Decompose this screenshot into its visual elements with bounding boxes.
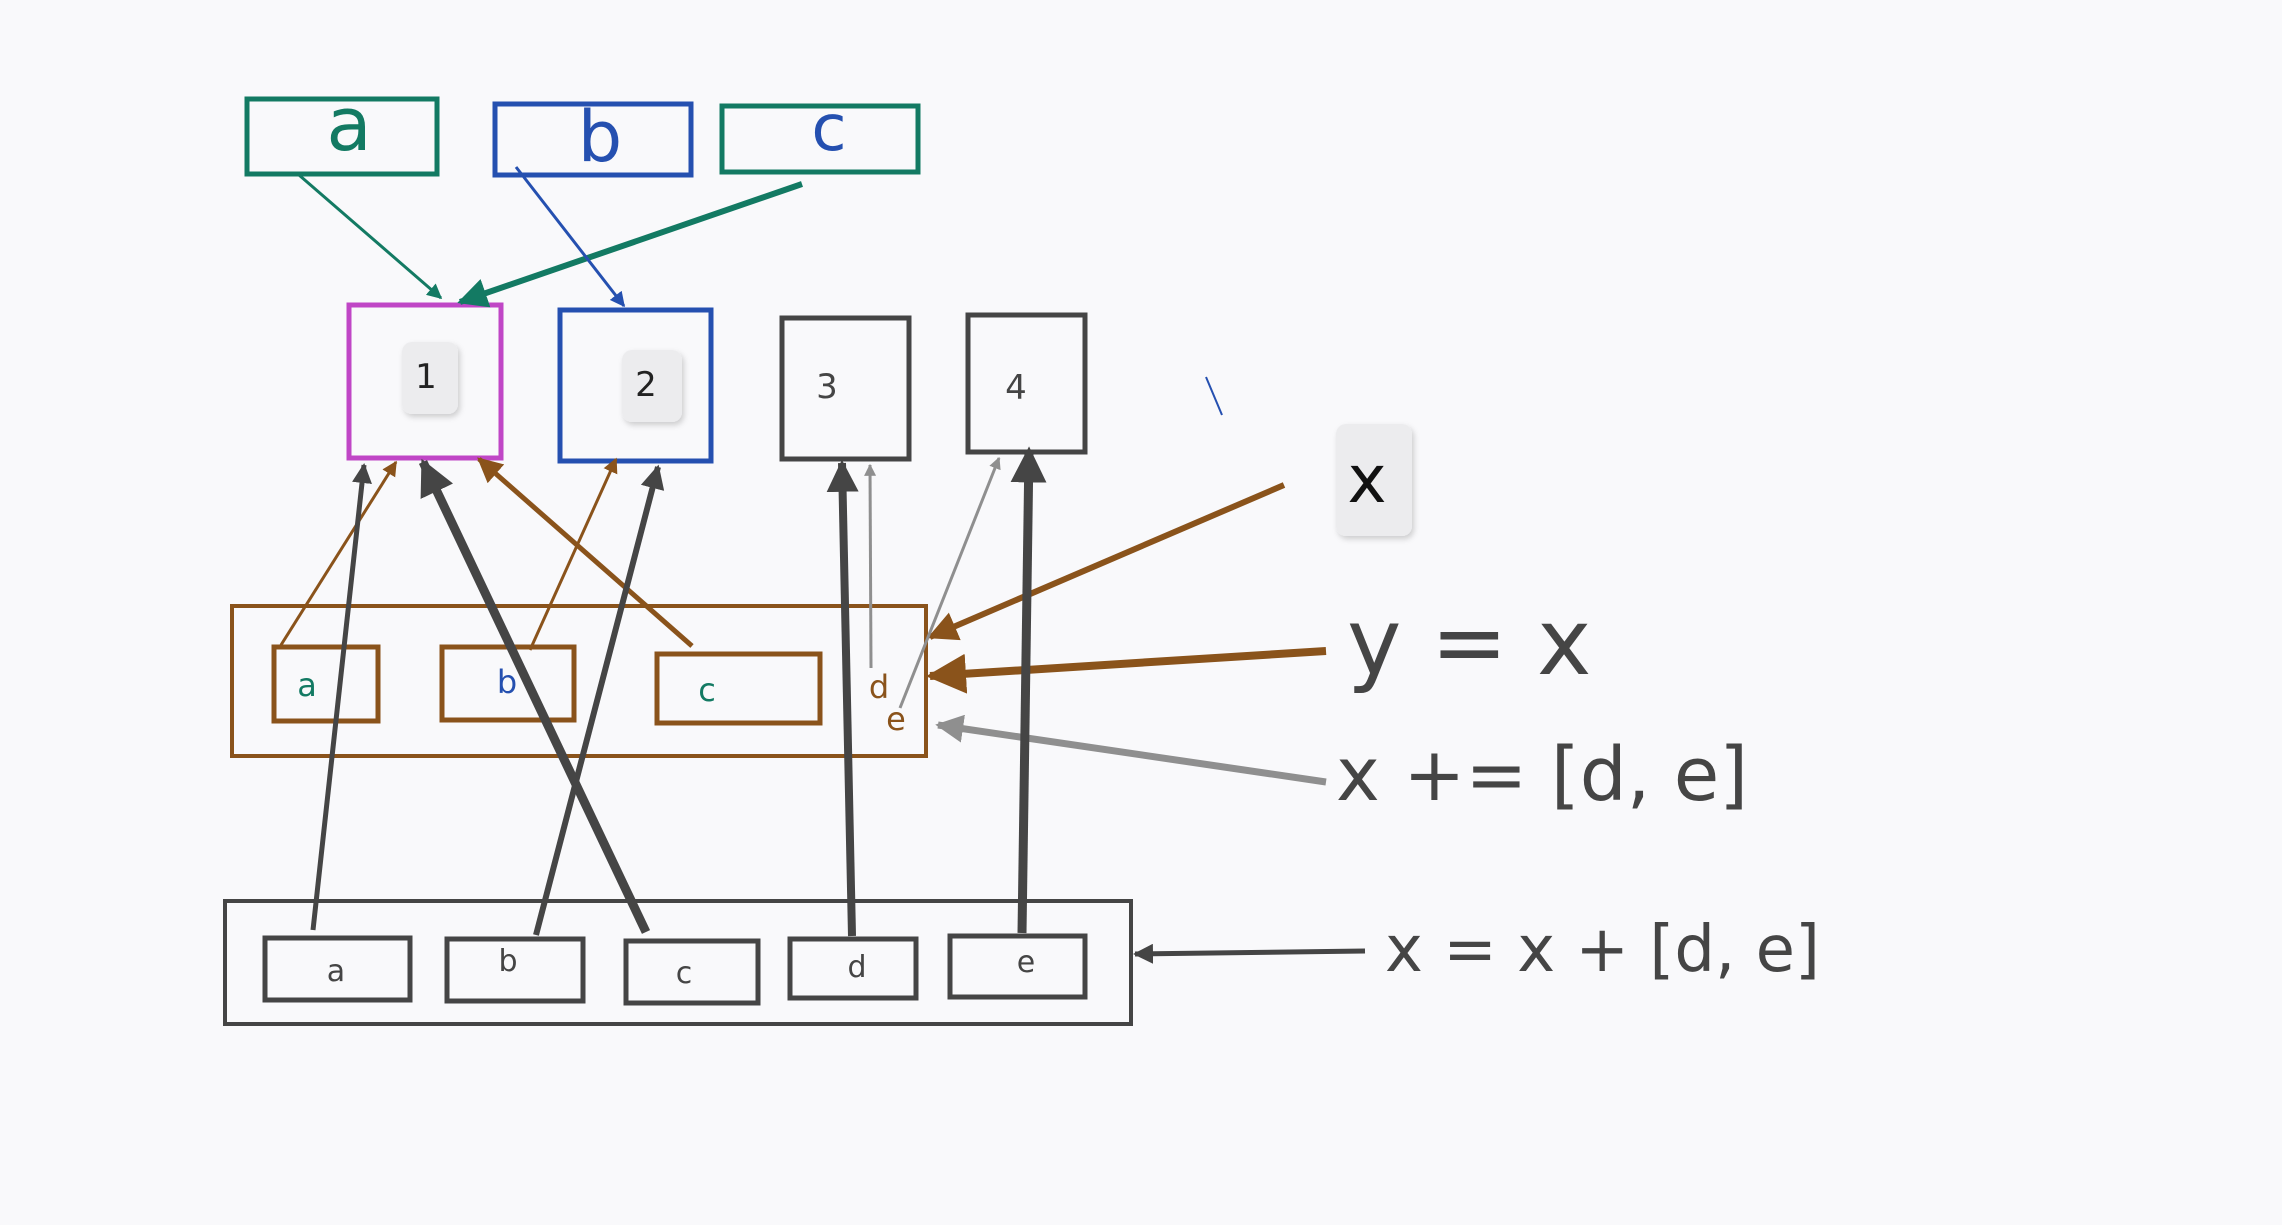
name-c-label: c <box>811 92 846 166</box>
arrow-bottom-c-to-1 <box>418 458 651 934</box>
name-box-b: b <box>492 96 694 178</box>
object-2-chip <box>622 350 682 422</box>
list-bottom-label-e: e <box>1017 945 1035 980</box>
arrow-ye-to-4 <box>898 456 1001 709</box>
arrow-yb-to-2 <box>528 457 618 651</box>
object-box-2: 2 <box>557 307 714 464</box>
list-y-slot-c <box>654 651 823 726</box>
list-bottom-slot-e <box>947 933 1088 1000</box>
object-1-label: 1 <box>415 357 437 397</box>
object-2-label: 2 <box>635 365 657 405</box>
arrow-xeqx-to-list-bottom <box>1133 943 1366 964</box>
name-box-c: c <box>719 92 921 175</box>
list-bottom-slot-c <box>623 938 761 1006</box>
list-y-label-d: d <box>869 668 889 706</box>
x-name-label: x <box>1347 441 1386 518</box>
arrow-xpluseq-to-list-y <box>935 714 1327 786</box>
arrow-c-to-1 <box>457 181 803 308</box>
annotation-x-plus-eq: x += [d, e] <box>1336 732 1748 818</box>
object-box-4: 4 <box>965 312 1088 455</box>
stray-mark <box>1205 376 1223 416</box>
list-bottom-slot-a <box>262 935 413 1003</box>
list-bottom-label-d: d <box>847 950 866 985</box>
annotation-x-eq-x-plus: x = x + [d, e] <box>1385 913 1820 987</box>
list-bottom: a b c d e <box>223 899 1133 1026</box>
arrow-ya-to-1 <box>279 460 398 646</box>
name-b-label: b <box>578 96 622 178</box>
list-y-label-a: a <box>297 666 317 704</box>
list-y-frame <box>230 604 928 758</box>
name-a-label: a <box>326 82 371 168</box>
arrow-bottom-e-to-4 <box>1010 446 1047 934</box>
list-y-label-b: b <box>497 663 517 701</box>
object-1-chip <box>402 342 458 414</box>
object-box-3: 3 <box>779 315 912 462</box>
list-bottom-slot-d <box>787 936 919 1001</box>
arrow-bottom-d-to-3 <box>826 459 859 937</box>
arrow-y-to-list-y <box>926 647 1327 694</box>
arrow-bottom-b-to-2 <box>533 464 665 936</box>
arrow-bottom-a-to-1 <box>310 463 372 931</box>
list-bottom-label-c: c <box>676 956 693 991</box>
object-box-1: 1 <box>346 302 504 461</box>
list-bottom-frame <box>223 899 1133 1026</box>
list-bottom-label-b: b <box>498 944 517 979</box>
name-box-a: a <box>244 82 440 177</box>
arrow-x-to-list-y <box>927 482 1286 641</box>
list-y-label-e: e <box>886 700 906 738</box>
list-y-label-c: c <box>698 671 716 709</box>
list-bottom-slot-b <box>444 936 586 1004</box>
object-3-label: 3 <box>816 367 838 407</box>
arrow-yc-to-1 <box>477 457 694 648</box>
annotation-y-eq-x: y = x <box>1347 589 1591 696</box>
list-bottom-label-a: a <box>327 954 345 989</box>
object-4-label: 4 <box>1005 368 1027 408</box>
arrow-yd-to-3 <box>864 463 877 669</box>
x-name-chip: x <box>1336 424 1412 536</box>
arrow-a-to-1 <box>298 173 443 300</box>
arrow-b-to-2 <box>514 166 626 308</box>
list-y-slot-a <box>271 644 381 724</box>
